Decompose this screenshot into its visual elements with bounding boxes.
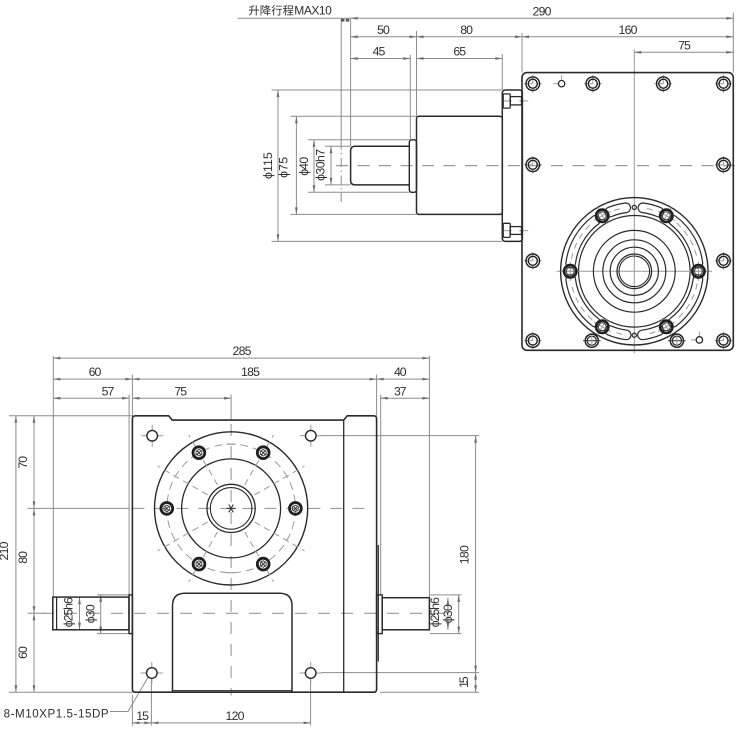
svg-text:45: 45: [373, 45, 386, 59]
svg-text:80: 80: [16, 551, 30, 564]
svg-text:15: 15: [457, 676, 471, 688]
svg-text:ϕ30: ϕ30: [83, 604, 97, 623]
svg-text:ϕ40: ϕ40: [297, 157, 311, 176]
svg-text:290: 290: [533, 4, 552, 18]
svg-text:ϕ30: ϕ30: [441, 604, 455, 623]
svg-text:37: 37: [394, 384, 407, 398]
svg-text:ϕ25h6: ϕ25h6: [61, 597, 75, 627]
svg-text:8-M10XP1.5-15DP: 8-M10XP1.5-15DP: [4, 708, 109, 721]
svg-text:ϕ75: ϕ75: [277, 157, 291, 178]
svg-text:65: 65: [453, 45, 466, 59]
svg-text:120: 120: [226, 709, 245, 723]
svg-text:60: 60: [89, 365, 102, 379]
svg-text:75: 75: [174, 384, 187, 398]
svg-text:285: 285: [233, 344, 252, 358]
svg-text:185: 185: [241, 365, 260, 379]
svg-text:ϕ30h7: ϕ30h7: [313, 149, 327, 181]
svg-text:80: 80: [460, 23, 473, 37]
svg-text:60: 60: [16, 646, 30, 659]
svg-text:70: 70: [16, 456, 30, 469]
svg-text:15: 15: [136, 709, 149, 723]
svg-text:ϕ25h6: ϕ25h6: [428, 597, 442, 627]
svg-text:MAX10: MAX10: [294, 4, 332, 18]
svg-text:210: 210: [0, 541, 11, 560]
svg-text:40: 40: [394, 365, 407, 379]
svg-text:57: 57: [102, 384, 115, 398]
svg-text:180: 180: [457, 545, 471, 564]
svg-text:160: 160: [619, 23, 638, 37]
svg-text:75: 75: [678, 38, 691, 52]
svg-text:50: 50: [377, 23, 390, 37]
svg-text:ϕ115: ϕ115: [261, 152, 275, 179]
